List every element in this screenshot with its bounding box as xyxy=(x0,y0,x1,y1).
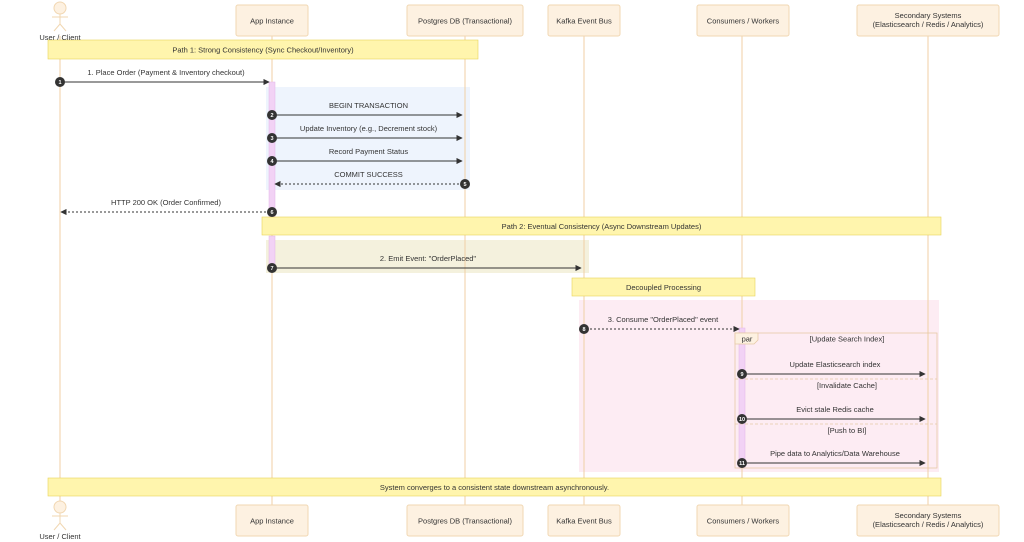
participant-label: Postgres DB (Transactional) xyxy=(418,17,512,26)
message-label: Evict stale Redis cache xyxy=(796,405,874,414)
participant-kafka-top: Kafka Event Bus xyxy=(547,4,621,37)
actor-label: User / Client xyxy=(39,532,81,541)
participant-box xyxy=(696,504,790,537)
message-label: HTTP 200 OK (Order Confirmed) xyxy=(111,198,221,207)
participant-app-top: App Instance xyxy=(235,4,309,37)
message-label: Update Elasticsearch index xyxy=(790,360,881,369)
message-label: Pipe data to Analytics/Data Warehouse xyxy=(770,449,900,458)
participant-pg-top: Postgres DB (Transactional) xyxy=(406,4,524,37)
participant-label: Postgres DB (Transactional) xyxy=(418,517,512,526)
actor-leg-icon xyxy=(53,522,61,531)
sequence-number: 3 xyxy=(270,136,273,142)
note-box xyxy=(261,216,942,236)
sequence-number-badge xyxy=(267,110,277,120)
actor-leg-icon xyxy=(59,522,67,531)
sequence-number: 2 xyxy=(270,113,273,119)
actor-leg-icon xyxy=(59,23,67,32)
actor-label: User / Client xyxy=(39,33,81,42)
message-label: Update Inventory (e.g., Decrement stock) xyxy=(300,124,438,133)
participant-box xyxy=(235,504,309,537)
participant-sublabel: (Elasticsearch / Redis / Analytics) xyxy=(873,520,984,529)
sequence-number-badge xyxy=(737,414,747,424)
participant-secondary-top: Secondary Systems(Elasticsearch / Redis … xyxy=(856,4,1000,37)
participant-label: Secondary Systems xyxy=(895,511,962,520)
par-section-label: [Update Search Index] xyxy=(810,335,885,344)
sequence-number: 9 xyxy=(740,372,743,378)
note-box xyxy=(47,477,942,497)
note-text: Path 2: Eventual Consistency (Async Down… xyxy=(502,222,702,231)
participant-label: Consumers / Workers xyxy=(707,17,780,26)
participant-label: Kafka Event Bus xyxy=(556,517,612,526)
participant-secondary-bottom: Secondary Systems(Elasticsearch / Redis … xyxy=(856,504,1000,537)
sequence-number-badge xyxy=(737,369,747,379)
actor-head-icon xyxy=(53,1,67,15)
sequence-number-badge xyxy=(267,133,277,143)
participant-app-bottom: App Instance xyxy=(235,504,309,537)
message-label: BEGIN TRANSACTION xyxy=(329,101,408,110)
note-text: Path 1: Strong Consistency (Sync Checkou… xyxy=(172,46,354,55)
message-label: 1. Place Order (Payment & Inventory chec… xyxy=(87,68,245,77)
participant-label: Secondary Systems xyxy=(895,11,962,20)
message-label: COMMIT SUCCESS xyxy=(334,170,403,179)
par-section-label: [Invalidate Cache] xyxy=(817,381,877,390)
sequence-number-badge xyxy=(737,458,747,468)
participant-label: Kafka Event Bus xyxy=(556,17,612,26)
sequence-number: 5 xyxy=(463,182,466,188)
emit-region xyxy=(266,240,589,273)
participant-workers-top: Consumers / Workers xyxy=(696,4,790,37)
sequence-number-badge xyxy=(579,324,589,334)
note-box xyxy=(571,277,756,297)
participant-box xyxy=(235,4,309,37)
transaction-region xyxy=(266,87,470,190)
par-section-label: [Push to BI] xyxy=(828,426,867,435)
par-frame xyxy=(734,332,938,469)
sequence-number: 4 xyxy=(270,159,274,165)
participant-label: Consumers / Workers xyxy=(707,517,780,526)
note-text: System converges to a consistent state d… xyxy=(380,483,609,492)
participant-box xyxy=(696,4,790,37)
participant-label: App Instance xyxy=(250,517,294,526)
participant-box xyxy=(856,4,1000,37)
sequence-number-badge xyxy=(267,263,277,273)
actor-top: User / Client xyxy=(39,1,82,42)
note-box xyxy=(47,39,479,60)
note-text: Decoupled Processing xyxy=(626,283,701,292)
participant-box xyxy=(547,4,621,37)
message-label: Record Payment Status xyxy=(329,147,408,156)
participant-sublabel: (Elasticsearch / Redis / Analytics) xyxy=(873,20,984,29)
message-label: 3. Consume "OrderPlaced" event xyxy=(608,315,719,324)
actor-head-icon xyxy=(53,500,67,514)
activation-app-sync xyxy=(268,81,276,218)
participant-box xyxy=(547,504,621,537)
participant-label: App Instance xyxy=(250,17,294,26)
actor-leg-icon xyxy=(53,23,61,32)
sequence-number: 8 xyxy=(582,327,585,333)
sequence-number-badge xyxy=(55,77,65,87)
sequence-number-badge xyxy=(267,207,277,217)
sequence-number-badge xyxy=(460,179,470,189)
participant-pg-bottom: Postgres DB (Transactional) xyxy=(406,504,524,537)
sequence-number: 1 xyxy=(58,80,61,86)
participant-box xyxy=(406,504,524,537)
sequence-number: 11 xyxy=(739,461,745,467)
participant-box xyxy=(406,4,524,37)
activation-workers xyxy=(738,327,746,469)
participant-box xyxy=(856,504,1000,537)
processing-region xyxy=(579,300,939,472)
sequence-number: 6 xyxy=(270,210,273,216)
par-label: par xyxy=(742,335,753,344)
sequence-number: 7 xyxy=(270,266,273,272)
sequence-number: 10 xyxy=(739,417,745,423)
message-label: 2. Emit Event: "OrderPlaced" xyxy=(380,254,477,263)
sequence-number-badge xyxy=(267,156,277,166)
participant-kafka-bottom: Kafka Event Bus xyxy=(547,504,621,537)
actor-bottom: User / Client xyxy=(39,500,82,541)
par-label-box xyxy=(734,332,759,345)
participant-workers-bottom: Consumers / Workers xyxy=(696,504,790,537)
